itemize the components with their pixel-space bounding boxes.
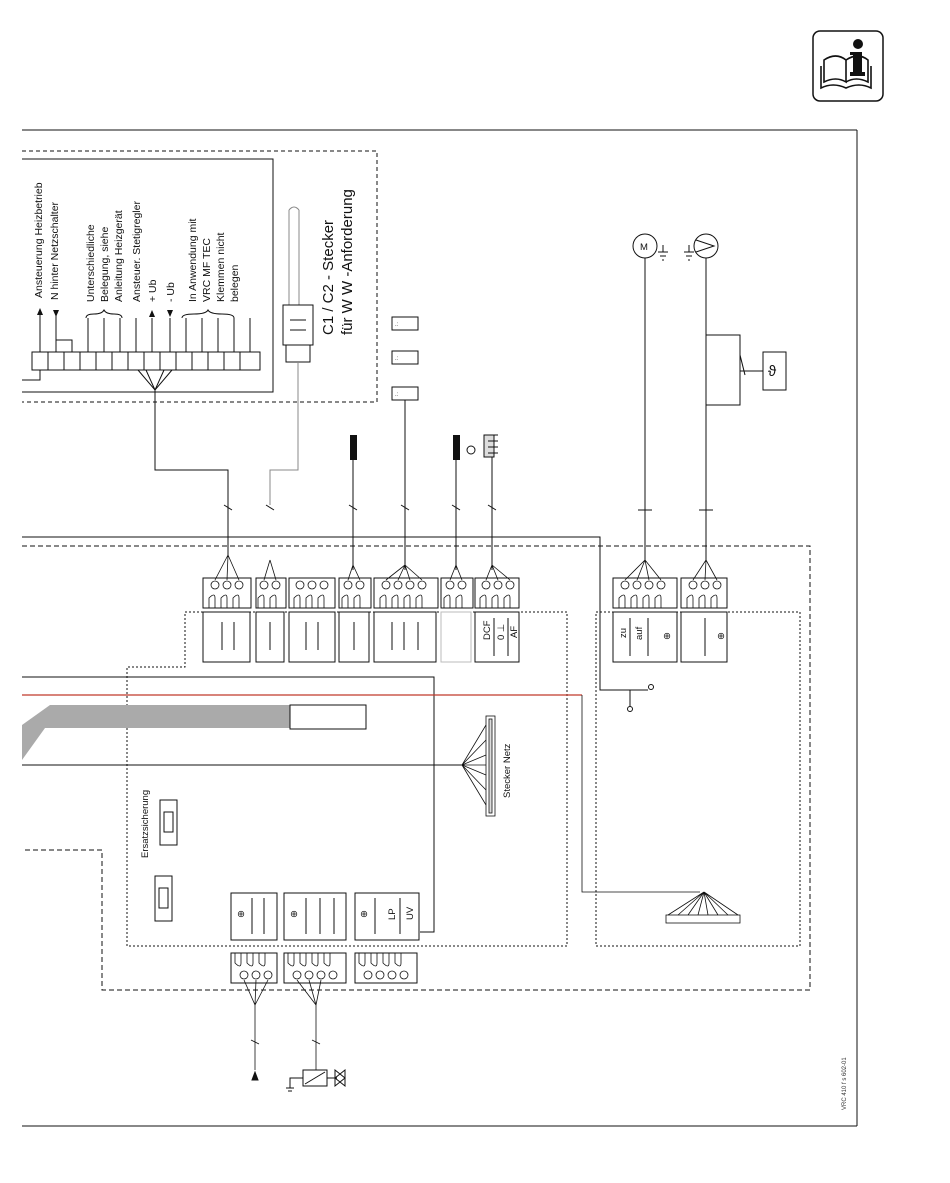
manual-info-icon (812, 30, 884, 102)
pump-symbol (684, 233, 719, 261)
ww-connector-line2: für W W -Anforderung (339, 189, 356, 335)
label-uv: UV (405, 906, 416, 920)
valve-symbol (251, 1068, 346, 1092)
label-klemmen: Klemmen nicht (215, 232, 227, 302)
relay-boxes (391, 316, 419, 401)
label-belegen: belegen (229, 264, 241, 302)
temperature-sensor: ϑ (740, 351, 787, 391)
svg-text:.:: .: (395, 392, 399, 398)
label-stetigregler: Ansteuer. Stetigregler (131, 201, 143, 302)
control-terminal-strip (22, 308, 261, 392)
sensor-theta: ϑ (768, 363, 777, 380)
earth-lower-1: ⊕ (236, 910, 247, 918)
control-unit-box: Ansteuerung Heizbetrieb N hinter Netzsch… (22, 150, 378, 403)
bottom-right-plug (665, 891, 741, 924)
label-stecker-netz: Stecker Netz (502, 743, 513, 798)
fuse-holders (154, 799, 178, 922)
label-dcf: DCF (482, 620, 493, 640)
svg-text:.:: .: (395, 322, 399, 328)
page-frame (22, 129, 858, 1127)
label-heizbetrieb: Ansteuerung Heizbetrieb (33, 182, 45, 298)
label-plus-ub: + Ub (147, 279, 159, 302)
label-belegung: Belegung, siehe (99, 227, 111, 302)
label-anwendung: In Anwendung mit (187, 218, 199, 302)
lower-housings (230, 892, 420, 941)
label-anleitung: Anleitung Heizgerät (113, 210, 125, 302)
main-housing (22, 536, 811, 991)
label-earth-pump: ⊕ (716, 632, 727, 640)
label-netzschalter: N hinter Netzschalter (49, 201, 61, 300)
internal-board (22, 676, 700, 933)
label-zu: zu (618, 628, 629, 638)
sensor-blocks (350, 434, 498, 460)
motor-symbol: M (632, 233, 668, 261)
label-earth-mixer: ⊕ (662, 632, 673, 640)
document-code: VRC 410 f s 602-01 (842, 1057, 848, 1110)
label-af: AF (509, 626, 520, 638)
upper-wires (154, 258, 746, 570)
svg-text:.:: .: (395, 356, 399, 362)
earth-lower-3: ⊕ (359, 910, 370, 918)
label-0: 0 ⊥ (496, 624, 507, 640)
label-unterschiedliche: Unterschiedliche (85, 224, 97, 302)
motor-label: M (640, 242, 648, 253)
label-ersatzsicherung: Ersatzsicherung (140, 790, 151, 858)
earth-lower-2: ⊕ (289, 910, 300, 918)
mains-plug (461, 715, 496, 817)
label-lp: LP (387, 908, 398, 920)
label-vrc-mf-tec: VRC MF TEC (201, 238, 213, 302)
ww-connector-line1: C1 / C2 - Stecker (320, 220, 337, 335)
connector-housings (202, 611, 728, 663)
ww-connector-plug (269, 206, 314, 505)
label-auf: auf (634, 626, 645, 640)
terminal-screws (210, 580, 722, 590)
label-minus-ub: - Ub (165, 282, 177, 302)
